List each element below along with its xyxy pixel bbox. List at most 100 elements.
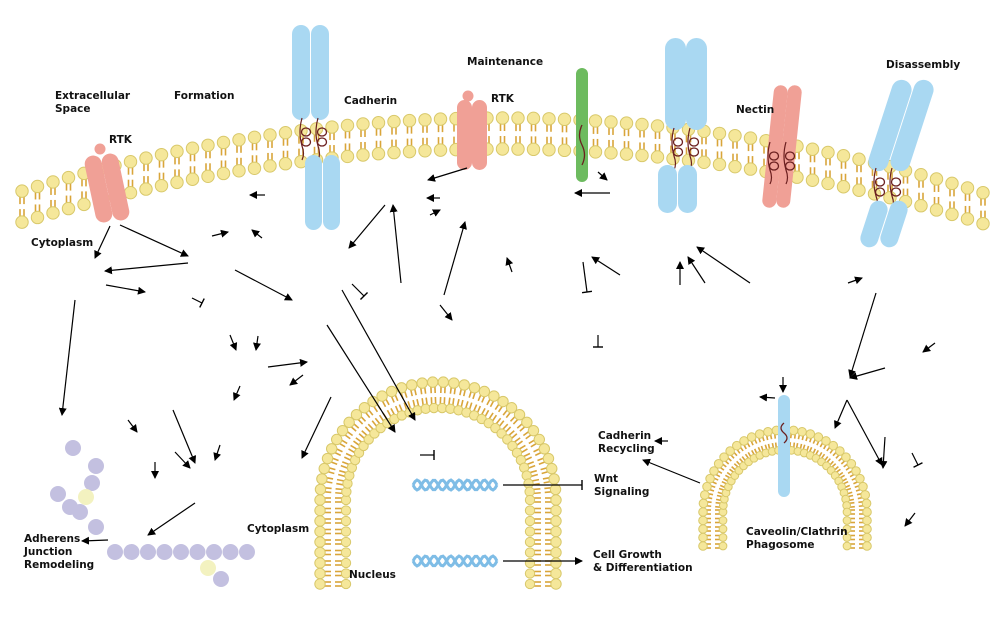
lipid-head	[862, 515, 872, 526]
lipid-head	[550, 504, 562, 517]
rtk-middle-ligand	[462, 90, 474, 102]
lipid-head	[336, 424, 349, 437]
catenin-bead	[213, 571, 229, 587]
catenin-bead	[239, 544, 255, 560]
label-cytoplasm-top: Cytoplasm	[31, 237, 94, 249]
lipid-head	[914, 199, 928, 213]
lipid-head	[314, 525, 326, 538]
lipid-head	[754, 429, 765, 439]
lipid-head	[635, 117, 649, 132]
catenin-chain	[50, 440, 255, 587]
activation-arrow	[759, 393, 776, 402]
lipid-head	[635, 148, 649, 163]
coil-loop	[768, 151, 780, 161]
nectin-chain-b	[776, 85, 802, 208]
lipid-head	[314, 515, 326, 527]
label-adherens-junction-remodeling: Adherens Junction Remodeling	[24, 533, 95, 571]
lipid-head	[728, 159, 742, 174]
lipid-head	[356, 148, 370, 162]
lipid-head	[976, 185, 990, 200]
activation-arrow	[687, 256, 706, 284]
activation-arrow	[289, 374, 304, 386]
lipid-head	[604, 115, 618, 129]
lipid-head	[813, 432, 824, 442]
lipid-head	[619, 147, 634, 161]
lipid-head	[821, 145, 835, 160]
lipid-head	[321, 452, 334, 465]
lipid-head	[718, 516, 728, 525]
cadherin-2-intracellular-b	[678, 165, 697, 213]
lipid-head	[713, 459, 724, 469]
lipid-head	[650, 119, 665, 133]
coil-loop	[890, 177, 902, 187]
signaling-arrows	[58, 167, 936, 565]
activation-arrow	[105, 284, 146, 295]
lipid-head	[314, 557, 326, 569]
lipid-head	[542, 452, 555, 465]
catenin-bead	[140, 544, 156, 560]
activation-arrow	[127, 419, 138, 433]
lipid-head	[314, 483, 327, 496]
lipid-head	[842, 524, 852, 534]
activation-arrow	[505, 257, 514, 273]
lipid-head	[511, 111, 525, 125]
cadherin-3-extracellular-a	[868, 79, 912, 172]
lipid-head	[314, 504, 326, 517]
lipid-head	[340, 547, 352, 558]
catenin-bead	[173, 544, 189, 560]
activation-arrow	[922, 342, 936, 353]
lipid-head	[30, 210, 45, 225]
lipid-head	[698, 541, 708, 551]
label-nectin: Nectin	[736, 104, 775, 116]
coil-strand	[783, 141, 789, 185]
lipid-head	[763, 426, 773, 437]
inhibition-bar	[913, 462, 923, 468]
plasma-membrane	[15, 111, 990, 231]
lipid-head	[216, 135, 231, 150]
lipid-head	[387, 114, 401, 129]
lipid-head	[732, 440, 742, 451]
catenin-bead	[189, 544, 206, 560]
lipid-head	[862, 541, 872, 551]
lipid-head	[524, 578, 536, 590]
lipid-head	[340, 505, 352, 516]
lipid-head	[542, 143, 556, 157]
activation-arrow	[174, 451, 191, 469]
activation-arrow	[58, 299, 76, 416]
lipid-head	[427, 376, 439, 388]
activation-arrow	[253, 335, 261, 351]
lipid-head	[550, 515, 562, 527]
lipid-head	[821, 436, 831, 446]
lipid-head	[538, 443, 551, 455]
label-rtk-middle: RTK	[491, 93, 514, 105]
lipid-head	[340, 536, 352, 548]
lipid-head	[325, 120, 339, 134]
activation-arrow	[229, 334, 238, 351]
lipid-head	[550, 557, 562, 569]
lipid-head	[718, 541, 728, 551]
nectin-coil	[767, 141, 796, 185]
activation-arrow	[834, 399, 848, 429]
lipid-head	[185, 172, 200, 186]
catenin-bead	[72, 504, 88, 520]
activation-arrow	[94, 225, 111, 259]
lipid-head	[550, 536, 562, 548]
lipid-head	[852, 152, 866, 166]
lipid-head	[805, 429, 816, 439]
cadherin-1-extracellular-b	[311, 25, 329, 120]
lipid-head	[216, 166, 231, 181]
coil-loop	[672, 137, 684, 147]
lipid-head	[588, 145, 603, 159]
lipid-head	[278, 157, 293, 171]
lipid-head	[201, 138, 215, 152]
lipid-head	[861, 498, 872, 509]
lipid-head	[842, 533, 852, 542]
lipid-head	[278, 126, 293, 140]
activation-arrow	[213, 444, 222, 461]
lipid-head	[862, 532, 872, 543]
lipid-head	[728, 128, 742, 143]
lipid-head	[743, 131, 758, 145]
catenin-bead	[156, 544, 173, 560]
lipid-head	[725, 446, 735, 456]
lipid-head	[739, 436, 749, 446]
